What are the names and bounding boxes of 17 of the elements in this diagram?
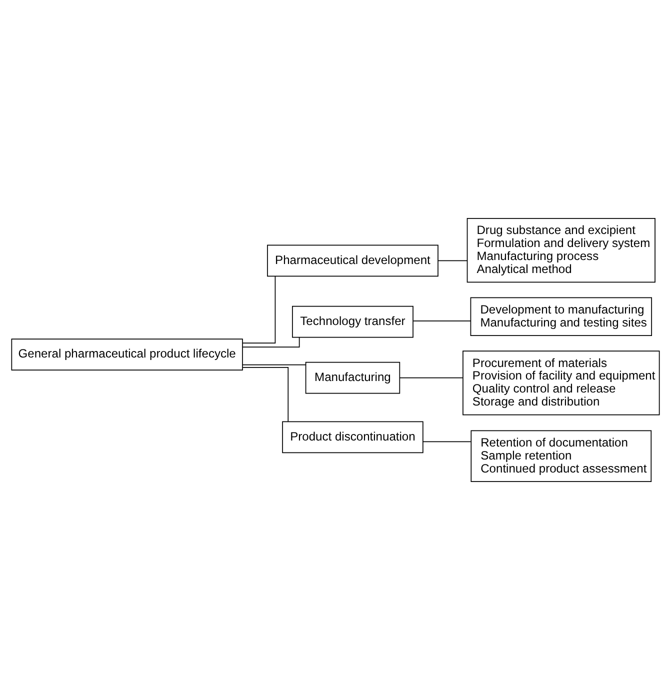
node-box: Procurement of materials Provision of facility and equipment Quality control and release Storage and distribution (462, 350, 660, 416)
node-box: Pharmaceutical development (267, 244, 438, 277)
connector (242, 364, 306, 366)
connector (399, 377, 464, 378)
connector (242, 276, 276, 344)
node-box: Manufacturing (305, 362, 400, 394)
node-box: Drug substance and excipient Formulation and delivery system Manufacturing process Analytical method (466, 218, 656, 283)
node-box: Retention of documentation Sample retention Continued product assessment (470, 430, 652, 482)
connector (422, 441, 472, 442)
connector (438, 260, 468, 262)
node-box: General pharmaceutical product lifecycle (11, 338, 243, 370)
node-box: Technology transfer (292, 306, 414, 338)
connector (412, 320, 471, 322)
connector (242, 336, 300, 348)
connector (242, 367, 289, 422)
node-box: Product discontinuation (282, 421, 424, 454)
node-box: Development to manufacturing Manufacturing and testing sites (470, 297, 652, 336)
